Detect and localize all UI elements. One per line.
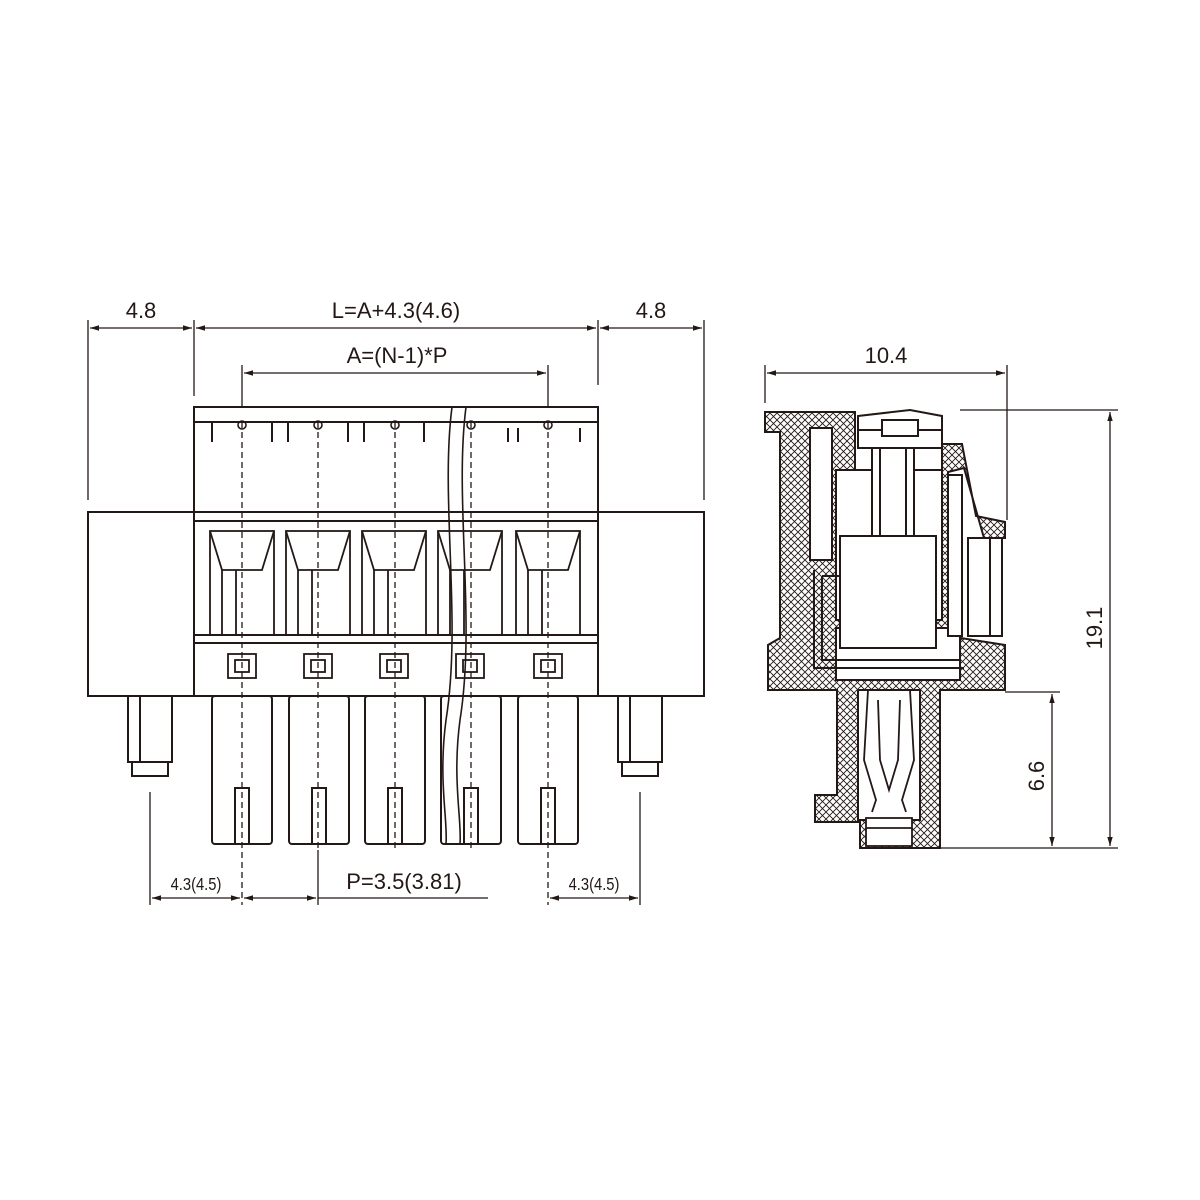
pin-length-dimension: 6.6 <box>1024 761 1049 792</box>
pin-span-dimension: A=(N-1)*P <box>347 343 448 368</box>
screw-window <box>437 530 503 636</box>
screw-head <box>857 408 943 449</box>
left-offset-dimension: 4.3(4.5) <box>171 875 222 895</box>
clamp-box <box>813 535 964 669</box>
screw-shaft <box>871 447 915 539</box>
left-flange <box>87 511 195 697</box>
mounting-pegs <box>127 695 663 777</box>
left-flange-dimension: 4.8 <box>126 298 157 323</box>
screw-windows <box>209 530 581 636</box>
contact-spring <box>863 689 915 847</box>
right-offset-dimension: 4.3(4.5) <box>569 875 620 895</box>
break-lines <box>442 406 467 845</box>
side-latch <box>967 537 1003 637</box>
side-section-view <box>764 408 1006 849</box>
wire-entries <box>211 695 579 845</box>
right-flange-dimension: 4.8 <box>636 298 667 323</box>
front-view <box>87 406 705 905</box>
side-dimension-lines <box>764 365 1118 849</box>
main-body <box>193 406 599 697</box>
pin-marks <box>237 420 553 430</box>
pin-centerlines <box>241 422 549 905</box>
side-depth-dimension: 10.4 <box>865 343 908 368</box>
side-height-dimension: 19.1 <box>1082 607 1107 650</box>
pitch-dimension: P=3.5(3.81) <box>346 869 462 894</box>
right-flange <box>597 511 705 697</box>
front-dimension-lines <box>87 320 705 905</box>
screw-window <box>361 530 427 636</box>
overall-length-dimension: L=A+4.3(4.6) <box>332 298 460 323</box>
